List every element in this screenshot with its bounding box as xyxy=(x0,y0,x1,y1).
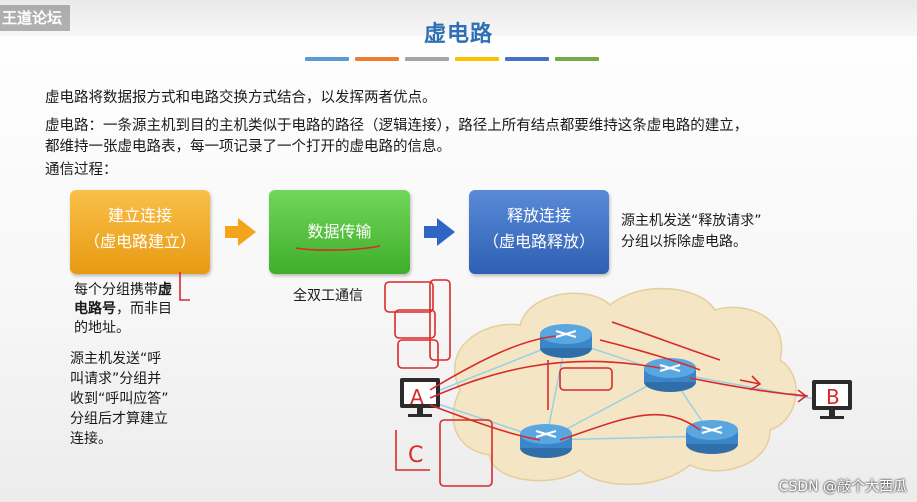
computer-icon xyxy=(400,378,440,417)
router-icon xyxy=(540,324,592,358)
router-icon xyxy=(686,420,738,454)
step-title: 数据传输 xyxy=(307,222,372,241)
release-note-1: 源主机发送“释放请求” xyxy=(621,213,762,229)
router-icon xyxy=(520,424,572,458)
watermark: CSDN @敲个大西瓜 xyxy=(778,479,907,495)
host-a-label: A xyxy=(410,385,424,409)
definition-line-1: 虚电路：一条源主机到目的主机类似于电路的路径（逻辑连接），路径上所有结点都要维持… xyxy=(45,118,749,134)
arrow-shaft xyxy=(424,226,438,238)
arrow-shaft xyxy=(225,226,239,238)
step-title: 释放连接 xyxy=(506,206,571,225)
call-line-3: 收到“呼叫应答” xyxy=(70,391,169,407)
setup-line-2: ，而非目 xyxy=(116,301,172,317)
arrow-right-icon xyxy=(238,218,256,246)
forum-brand: 王道论坛 xyxy=(0,5,71,31)
call-line-4: 分组后才算建立 xyxy=(70,411,168,427)
color-bar xyxy=(555,57,599,61)
intro-text: 虚电路将数据报方式和电路交换方式结合，以发挥两者优点。 xyxy=(45,90,437,106)
step-establish-connection: 建立连接 （虚电路建立） xyxy=(70,190,210,274)
call-line-1: 源主机发送“呼 xyxy=(70,351,162,367)
color-bar xyxy=(455,57,499,61)
setup-line-3: 的地址。 xyxy=(74,320,130,336)
step-subtitle: （虚电路释放） xyxy=(482,232,595,251)
step-subtitle: （虚电路建立） xyxy=(83,232,196,251)
slide-title: 虚电路 xyxy=(423,22,493,47)
full-duplex-note: 全双工通信 xyxy=(293,288,363,304)
release-note-2: 分组以拆除虚电路。 xyxy=(621,234,747,250)
host-c-label: C xyxy=(408,443,423,468)
color-bar xyxy=(305,57,349,61)
call-line-5: 连接。 xyxy=(70,431,112,447)
setup-line-1-bold: 虚 xyxy=(158,282,172,298)
setup-line-1: 每个分组携带 xyxy=(74,282,158,298)
color-bar xyxy=(355,57,399,61)
color-bar xyxy=(505,57,549,61)
router-icon xyxy=(644,358,696,392)
step-release-connection: 释放连接 （虚电路释放） xyxy=(469,190,609,274)
top-bar xyxy=(0,0,917,36)
title-color-bars xyxy=(305,57,599,61)
setup-note: 每个分组携带虚 xyxy=(74,281,172,300)
step-data-transfer: 数据传输 xyxy=(269,190,410,274)
vc-number-bold: 电路号 xyxy=(74,301,116,317)
arrow-right-icon xyxy=(437,218,455,246)
definition-line-2: 都维持一张虚电路表，每一项记录了一个打开的虚电路的信息。 xyxy=(45,139,451,155)
process-label: 通信过程： xyxy=(45,162,118,178)
call-line-2: 叫请求”分组并 xyxy=(70,371,162,387)
step-title: 建立连接 xyxy=(107,206,172,225)
host-b-label: B xyxy=(826,385,840,409)
computer-icon xyxy=(812,380,852,419)
color-bar xyxy=(405,57,449,61)
setup-note-line-2: 电路号，而非目 xyxy=(74,300,172,319)
handwritten-annotations xyxy=(179,245,809,487)
